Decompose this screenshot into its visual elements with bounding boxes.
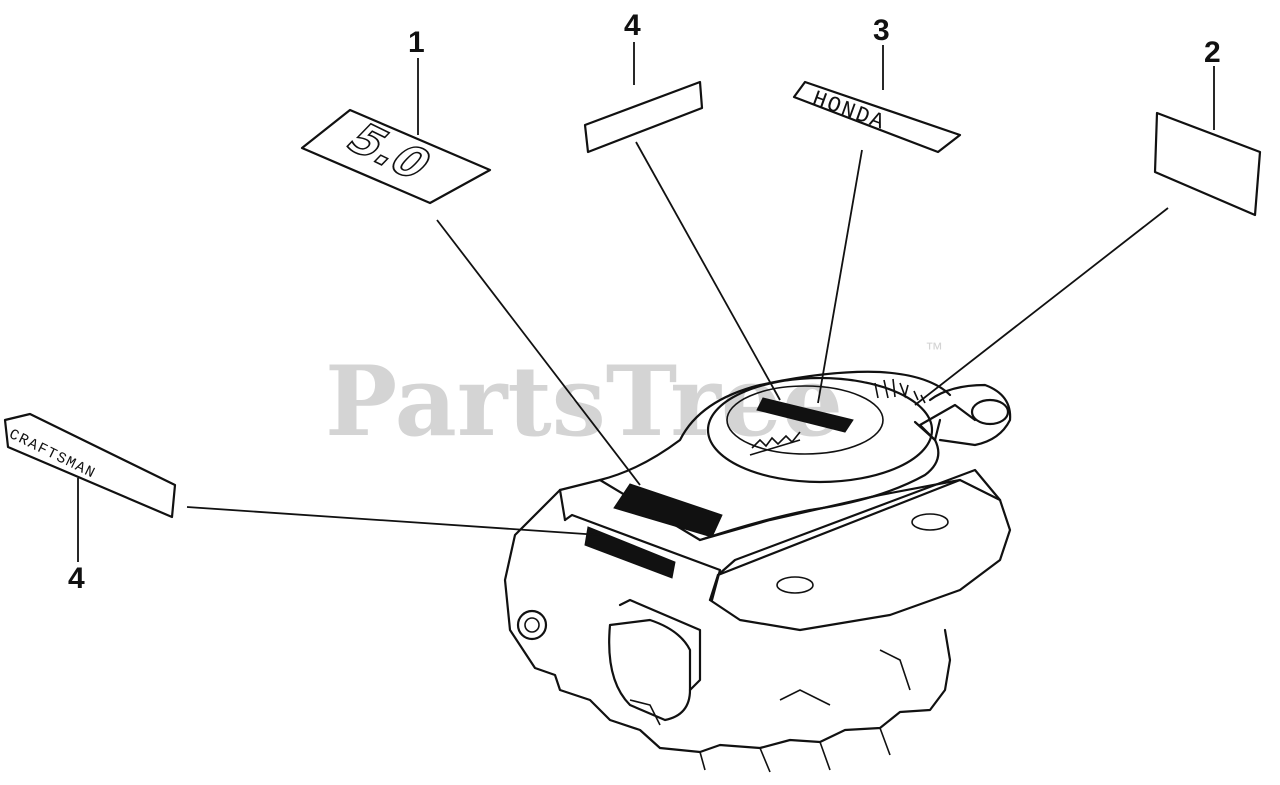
leader-4b [186,506,601,536]
leader-1 [436,219,641,486]
decal-displacement-text: 5.0 [335,115,443,188]
callout-4-left: 4 [68,562,85,595]
callout-4-top: 4 [624,9,641,42]
callout-1: 1 [408,26,425,59]
leader-2 [914,207,1169,406]
decal-displacement: 5.0 [300,108,492,205]
decal-brand-text: HONDA [809,86,889,135]
callout-2: 2 [1204,36,1221,69]
callout-numbers: 1 2 3 4 4 [68,9,1221,595]
watermark-text: PartsTree [325,345,843,458]
leader-3 [817,149,863,404]
decal-blank-right [1153,111,1262,217]
decal-retailer: CRAFTSMAN [3,412,177,519]
watermark-trademark: ™ [925,339,943,359]
callout-3: 3 [873,14,890,47]
leader-lines [77,42,1215,562]
decal-brand: HONDA [792,80,962,154]
decal-retailer-text: CRAFTSMAN [6,426,98,483]
leader-4a [635,141,781,401]
engine-illustration [503,370,1012,773]
decal-blank-top [583,80,704,154]
